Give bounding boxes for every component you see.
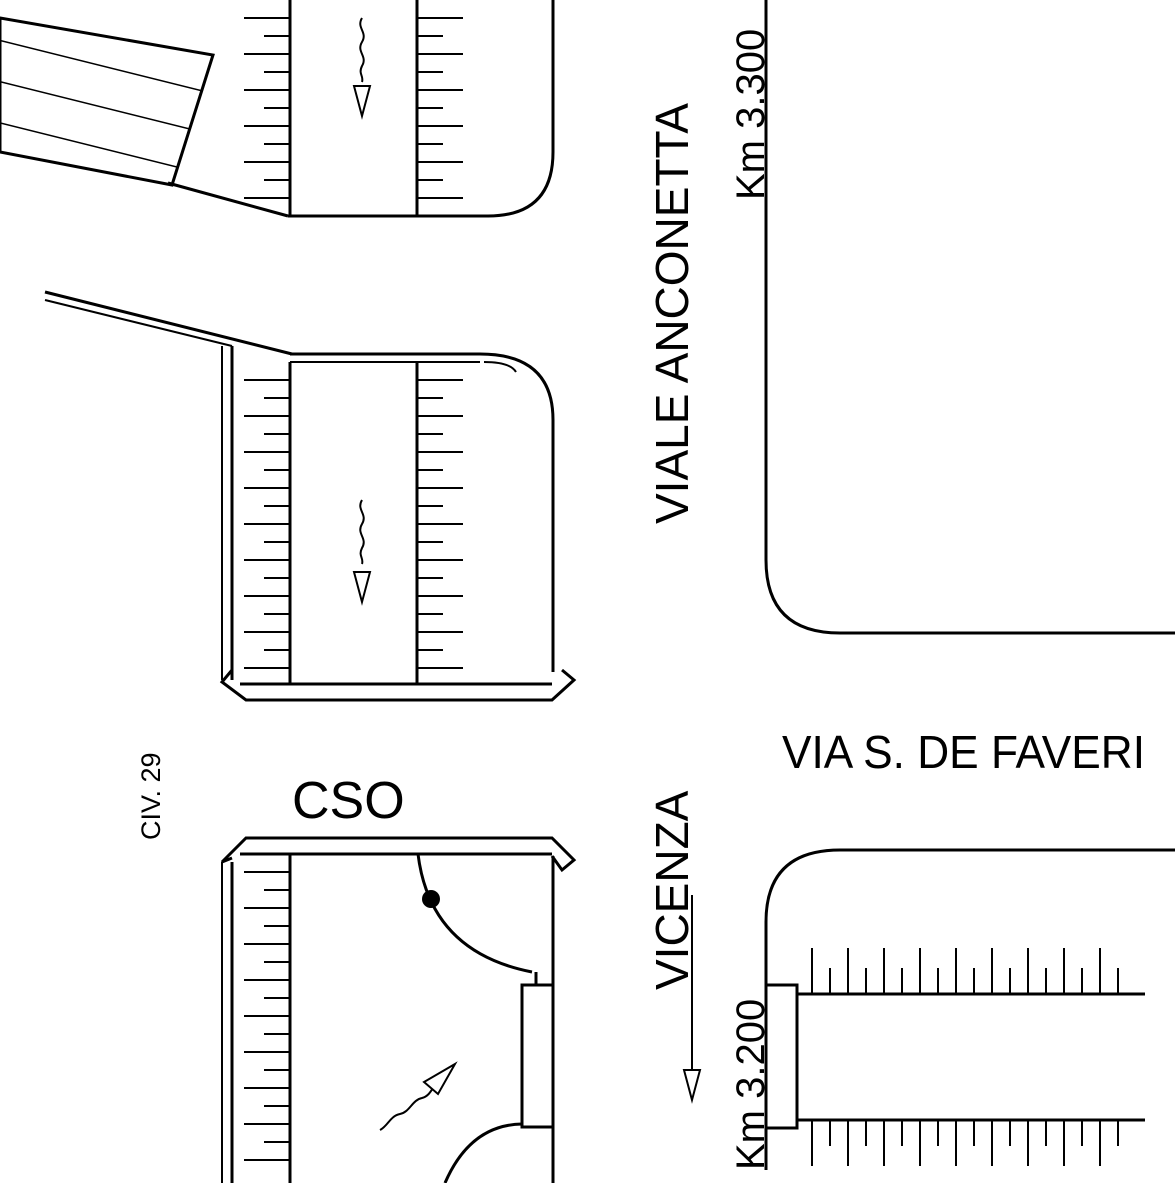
- civic-number-label: CIV. 29: [136, 752, 166, 840]
- street-label-cso: CSO: [292, 772, 405, 830]
- bottom-right-block: [764, 848, 1175, 1170]
- top-lane-strip: [244, 0, 555, 218]
- flow-arrow-3: [422, 1061, 458, 1096]
- squiggle-arrow-1: [359, 17, 365, 83]
- flow-arrow-2: [352, 571, 372, 606]
- direction-arrow-down: [682, 895, 702, 1104]
- flow-arrow-1: [352, 85, 372, 120]
- squiggle-arrow-2: [359, 499, 365, 565]
- door-swing-arc: [416, 853, 533, 974]
- hinge-dot: [422, 890, 440, 908]
- street-label-viale-anconetta: VIALE ANCONETTA: [646, 103, 698, 524]
- bottom-left-block: [220, 836, 577, 1183]
- curb-line-top: [167, 181, 289, 218]
- km-marker-bottom: Km 3.200: [729, 999, 773, 1170]
- street-label-via-de-faveri: VIA S. DE FAVERI: [782, 726, 1145, 778]
- arc-bottom: [443, 1122, 523, 1183]
- hatched-building: [0, 16, 215, 187]
- street-label-vicenza: VICENZA: [646, 790, 698, 990]
- middle-lane-block: [44, 290, 577, 702]
- km-marker-top: Km 3.300: [729, 29, 773, 200]
- squiggle-arrow-3: [379, 1083, 437, 1131]
- door-panel: [520, 983, 555, 1129]
- curb-top-right: [764, 0, 1175, 635]
